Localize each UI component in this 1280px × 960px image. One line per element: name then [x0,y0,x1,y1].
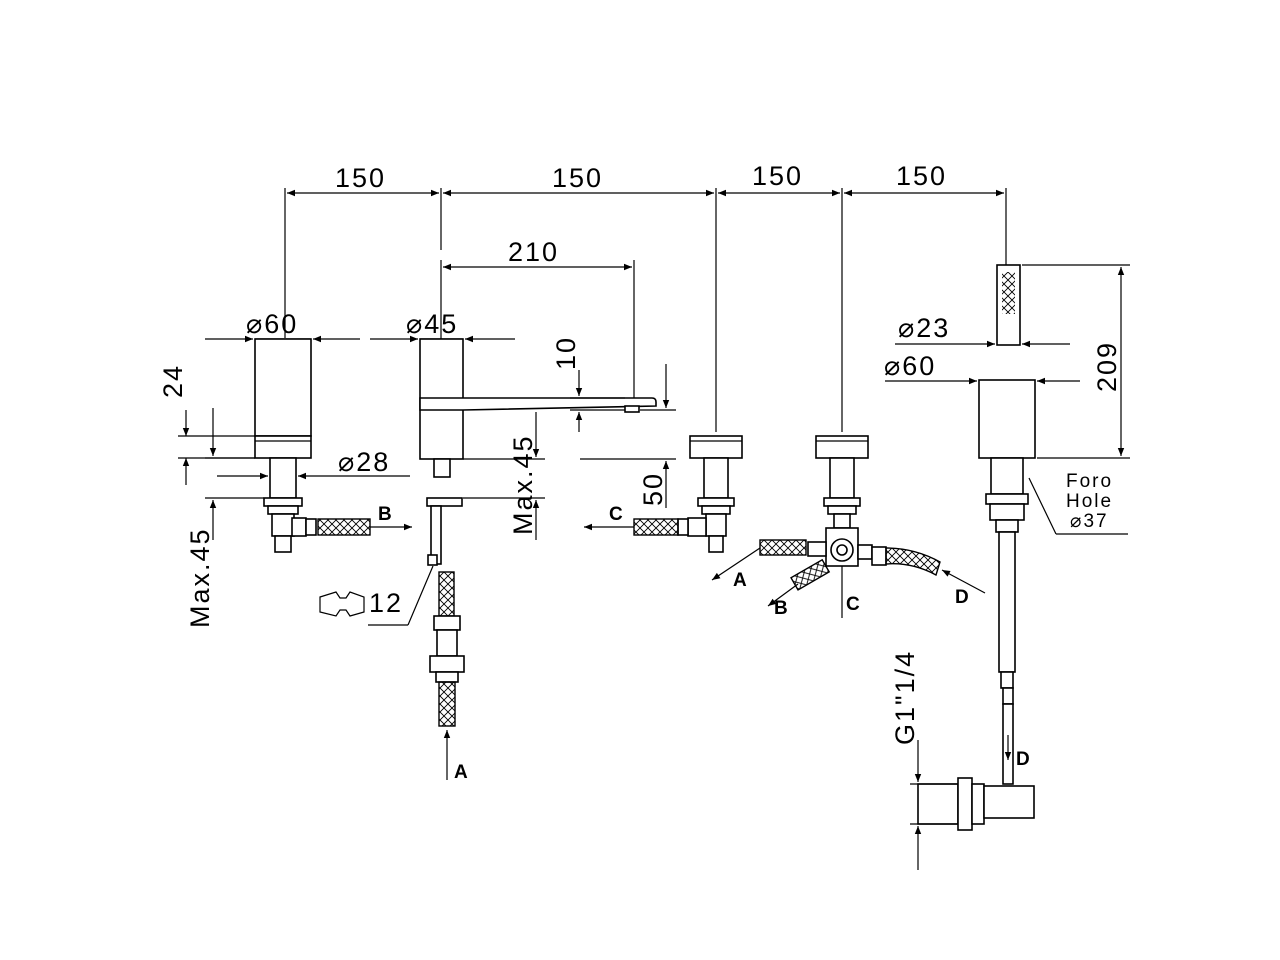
hole-note-line2: Hole [1066,491,1113,512]
shower-in-label: D [1016,749,1030,770]
hole-note-diameter: ⌀37 [1070,511,1109,532]
center-valve-out-label: C [609,504,623,525]
spout-in-label: A [454,762,468,783]
diverter-b-label: B [774,598,788,619]
hole-note-line1: Foro [1066,471,1113,492]
thread-label: G1"1/4 [890,650,920,745]
left-deck-max-label: Max.45 [185,527,215,628]
handshower-base-diameter: ⌀60 [884,351,936,381]
spout-thickness-label: 10 [551,336,581,370]
center-valve: C [584,435,743,553]
left-valve-out-label: B [378,504,392,525]
left-handle-diameter: ⌀60 [246,309,298,339]
spray-face-dots [1002,272,1015,314]
left-valve: ⌀60 B ⌀28 24 Max.45 [158,309,412,628]
spacing-4-label: 150 [896,161,947,191]
left-shank-diameter: ⌀28 [338,447,390,477]
spacing-3-label: 150 [752,161,803,191]
spout-reach-label: 210 [508,237,559,267]
handshower-height-label: 209 [1092,341,1122,392]
spacing-1-label: 150 [335,163,386,193]
wrench-icon [319,591,365,617]
diverter-c-label: C [846,594,860,615]
wrench-size-label: 12 [369,588,403,618]
spacing-dimensions: 150 150 150 150 [284,161,1007,432]
spout-body-diameter: ⌀45 [406,309,458,339]
spout: ⌀45 210 10 50 Max.45 [319,237,676,783]
diverter: A B C D [711,435,986,619]
handshower-diameter: ⌀23 [898,313,950,343]
handle-height-label: 24 [158,364,188,398]
diverter-a-label: A [733,570,747,591]
spout-deck-max-label: Max.45 [508,434,538,535]
spout-height-label: 50 [638,472,668,506]
handshower: ⌀23 ⌀60 209 D Foro Hole ⌀37 [884,264,1130,870]
spacing-2-label: 150 [552,163,603,193]
diverter-d-label: D [955,587,969,608]
